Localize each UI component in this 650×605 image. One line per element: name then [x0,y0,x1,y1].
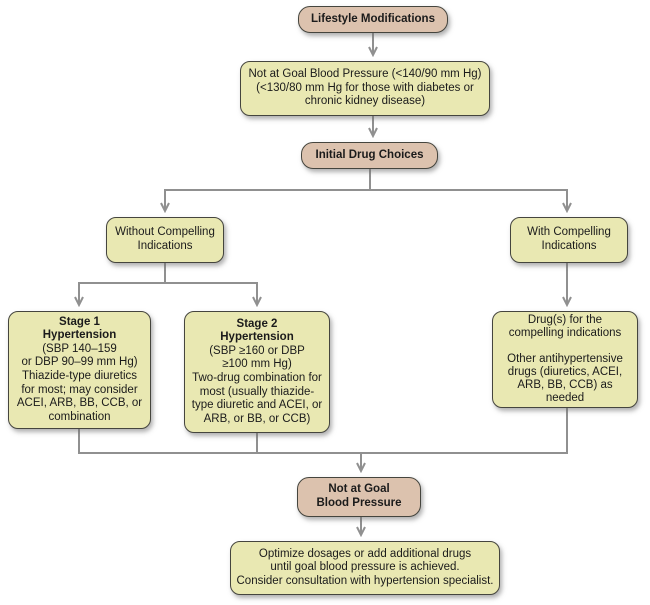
node-text-line: Consider consultation with hypertension … [236,574,494,587]
node-text-line: ≥100 mm Hg) [222,358,292,371]
node-heading-line: Stage 1 [59,315,100,328]
node-text-line: compelling indications [508,327,622,340]
node-stage2-hypertension: Stage 2 Hypertension (SBP ≥160 or DBP ≥1… [184,311,330,433]
node-heading-line: Stage 2 [236,317,278,330]
node-without-compelling-indications: Without Compelling Indications [106,217,224,263]
node-text-line: chronic kidney disease) [304,95,426,108]
node-text-line: (<130/80 mm Hg for those with diabetes o… [256,81,474,94]
node-text-line: Without Compelling [115,226,215,239]
node-stage1-hypertension: Stage 1 Hypertension (SBP 140–159 or DBP… [8,311,151,429]
node-text-line: Thiazide-type diuretics [21,370,138,382]
node-compelling-indication-drugs: Drug(s) for the compelling indications O… [492,311,638,408]
node-text-line: Not at Goal Blood Pressure (<140/90 mm H… [248,68,482,81]
node-text-line: Indications [541,240,597,252]
node-optimize-dosages: Optimize dosages or add additional drugs… [230,541,500,595]
node-text-line: ARB, or BB, or CCB) [203,412,311,425]
node-lifestyle-modifications: Lifestyle Modifications [298,6,448,33]
node-initial-drug-choices: Initial Drug Choices [301,142,438,169]
node-text-line: ACEI, ARB, BB, CCB, or [16,397,143,410]
node-text-line: ARB, BB, CCB) as needed [517,378,613,405]
node-heading-line: Hypertension [220,331,294,344]
node-text-line: for most; may consider [21,383,138,396]
node-label: Lifestyle Modifications [311,12,435,25]
node-text-line: type diuretic and ACEI, or [191,399,323,412]
node-text-line: Optimize dosages or add additional drugs [258,547,472,560]
node-text-line: With Compelling [527,226,611,239]
node-not-at-goal-bp: Not at Goal Blood Pressure [297,477,421,517]
node-text-line: (SBP 140–159 [42,342,117,355]
node-text-line: Indications [137,240,193,252]
node-heading-line: Blood Pressure [316,497,402,509]
node-with-compelling-indications: With Compelling Indications [510,217,628,263]
node-label: Initial Drug Choices [315,148,424,161]
node-not-at-goal-bp-criteria: Not at Goal Blood Pressure (<140/90 mm H… [240,61,490,116]
node-text-line: drugs (diuretics, ACEI, [507,365,623,378]
node-text-line: most (usually thiazide- [199,385,315,398]
node-heading-line: Hypertension [42,329,117,342]
node-text-line: Drug(s) for the [527,314,603,326]
node-text-line: combination [48,410,111,423]
node-heading-line: Not at Goal [328,483,390,496]
node-text-line: Other antihypertensive [507,352,623,365]
node-text-line: until goal blood pressure is achieved. [270,561,460,574]
node-text-line: Two-drug combination for [192,372,322,384]
node-text-line: (SBP ≥160 or DBP [209,344,305,357]
node-text-line: or DBP 90–99 mm Hg) [21,356,138,369]
